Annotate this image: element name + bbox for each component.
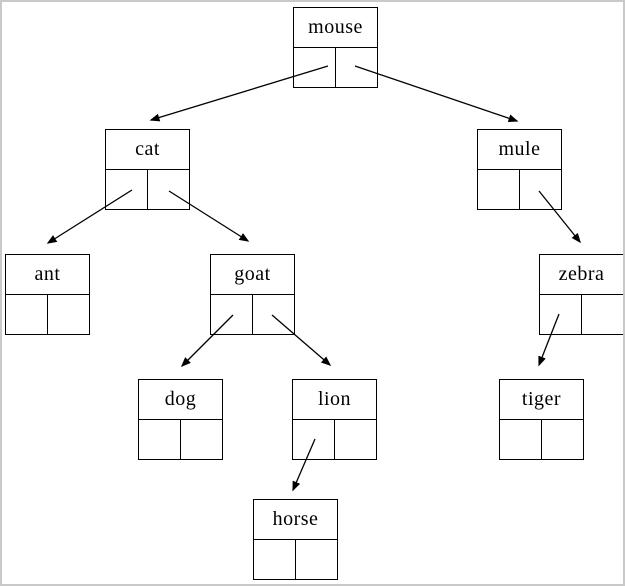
pointer-cells bbox=[500, 420, 583, 459]
tree-node-zebra: zebra bbox=[539, 254, 623, 335]
left-pointer-cell bbox=[293, 420, 335, 459]
node-label: mule bbox=[478, 130, 561, 170]
node-label: dog bbox=[139, 380, 222, 420]
right-pointer-cell bbox=[253, 295, 295, 334]
pointer-cells bbox=[540, 295, 623, 334]
tree-node-mule: mule bbox=[477, 129, 562, 210]
left-pointer-cell bbox=[139, 420, 181, 459]
node-label: tiger bbox=[500, 380, 583, 420]
pointer-cells bbox=[139, 420, 222, 459]
node-label: mouse bbox=[294, 8, 377, 48]
tree-node-mouse: mouse bbox=[293, 7, 378, 88]
right-pointer-cell bbox=[296, 540, 338, 579]
pointer-cells bbox=[211, 295, 294, 334]
right-pointer-cell bbox=[48, 295, 90, 334]
left-pointer-cell bbox=[211, 295, 253, 334]
right-pointer-cell bbox=[335, 420, 377, 459]
tree-node-ant: ant bbox=[5, 254, 90, 335]
right-pointer-cell bbox=[582, 295, 624, 334]
left-pointer-cell bbox=[6, 295, 48, 334]
pointer-cells bbox=[106, 170, 189, 209]
left-pointer-cell bbox=[254, 540, 296, 579]
node-label: horse bbox=[254, 500, 337, 540]
pointer-cells bbox=[6, 295, 89, 334]
right-pointer-cell bbox=[542, 420, 584, 459]
node-label: lion bbox=[293, 380, 376, 420]
tree-node-goat: goat bbox=[210, 254, 295, 335]
right-pointer-cell bbox=[148, 170, 190, 209]
right-pointer-cell bbox=[181, 420, 223, 459]
pointer-cells bbox=[293, 420, 376, 459]
tree-node-horse: horse bbox=[253, 499, 338, 580]
left-pointer-cell bbox=[294, 48, 336, 87]
edge-mouse-mule bbox=[354, 65, 519, 123]
pointer-cells bbox=[294, 48, 377, 87]
left-pointer-cell bbox=[540, 295, 582, 334]
tree-node-lion: lion bbox=[292, 379, 377, 460]
tree-node-dog: dog bbox=[138, 379, 223, 460]
node-label: zebra bbox=[540, 255, 623, 295]
tree-node-tiger: tiger bbox=[499, 379, 584, 460]
left-pointer-cell bbox=[478, 170, 520, 209]
node-label: ant bbox=[6, 255, 89, 295]
pointer-cells bbox=[478, 170, 561, 209]
right-pointer-cell bbox=[520, 170, 562, 209]
pointer-cells bbox=[254, 540, 337, 579]
node-label: goat bbox=[211, 255, 294, 295]
left-pointer-cell bbox=[106, 170, 148, 209]
right-pointer-cell bbox=[336, 48, 378, 87]
tree-node-cat: cat bbox=[105, 129, 190, 210]
left-pointer-cell bbox=[500, 420, 542, 459]
node-label: cat bbox=[106, 130, 189, 170]
